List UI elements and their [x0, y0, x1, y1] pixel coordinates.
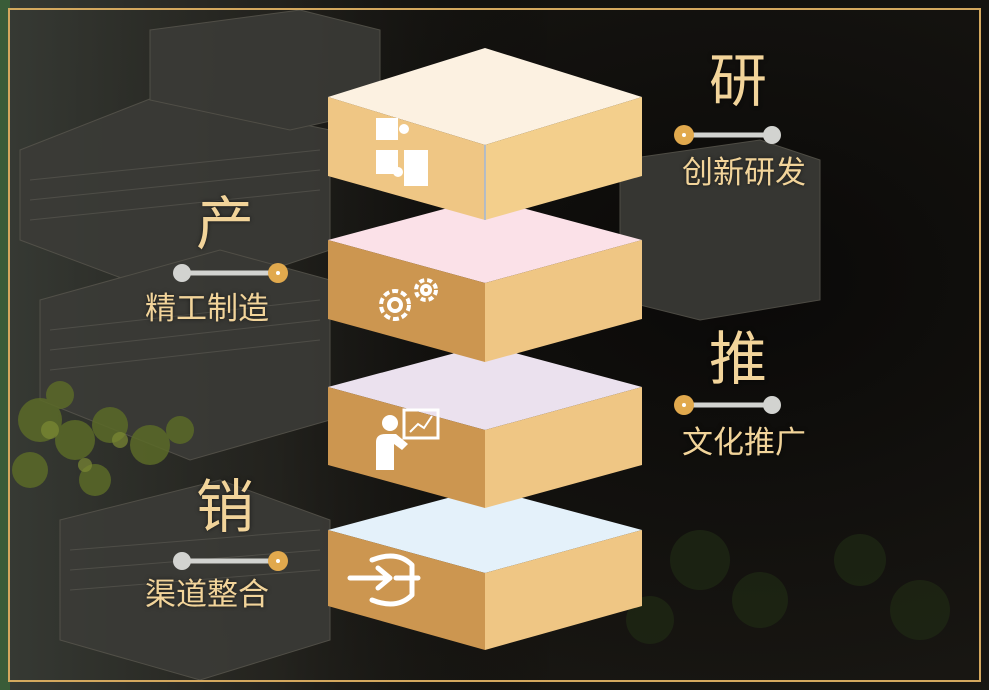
stage-production-subtitle: 精工制造 — [145, 291, 269, 327]
box-sales — [328, 488, 642, 650]
connector-production — [173, 263, 288, 283]
presentation-icon — [376, 408, 440, 470]
box-promotion-top — [328, 345, 642, 430]
box-sales-right — [485, 530, 642, 650]
stage-research-subtitle: 创新研发 — [682, 155, 806, 191]
gears-icon — [379, 278, 438, 321]
box-research — [328, 48, 642, 220]
stage-research-title: 研 — [708, 47, 767, 115]
puzzle-icon — [376, 118, 428, 186]
box-research-top — [328, 48, 642, 145]
box-sales-left — [328, 530, 485, 650]
box-production-top — [328, 198, 642, 283]
stage-production-title: 产 — [195, 190, 254, 258]
stage-sales-subtitle: 渠道整合 — [145, 577, 269, 613]
stage-promotion-subtitle: 文化推广 — [682, 425, 806, 461]
connector-research — [674, 125, 781, 145]
connector-sales — [173, 551, 288, 571]
box-promotion — [328, 345, 642, 508]
connector-promotion — [674, 395, 781, 415]
box-sales-top — [328, 488, 642, 573]
stage-promotion-title: 推 — [708, 325, 767, 393]
box-promotion-right — [485, 387, 642, 508]
stage-sales-title: 销 — [195, 473, 254, 541]
gold-frame — [8, 8, 981, 682]
box-promotion-left — [328, 387, 485, 508]
box-production-right — [485, 240, 642, 362]
box-research-right — [485, 97, 642, 220]
box-production — [328, 198, 642, 362]
channel-exchange-icon — [347, 553, 421, 607]
